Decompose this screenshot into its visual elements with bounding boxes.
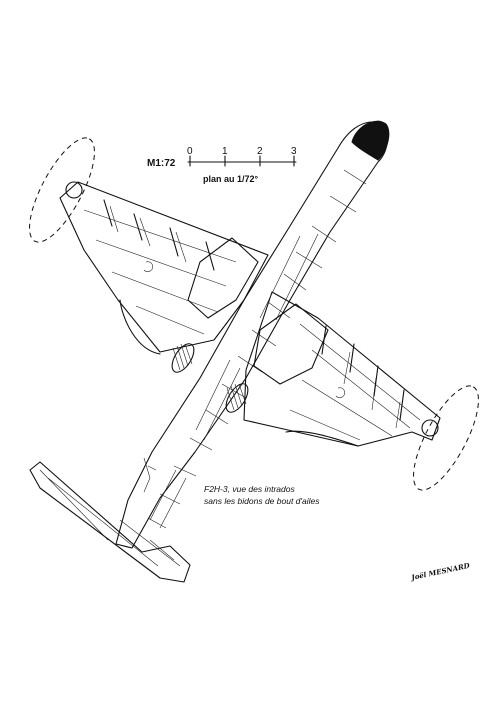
fuselage-panel-lines [147, 169, 367, 529]
caption-line-1: F2H-3, vue des intrados [204, 484, 295, 494]
right-engine-intake [225, 383, 249, 413]
scale-tick-label-2: 2 [257, 146, 263, 157]
right-nacelle [253, 303, 329, 385]
aircraft-outline [29, 120, 441, 583]
scale-tick-label-1: 1 [222, 146, 228, 157]
scale-subtitle: plan au 1/72° [203, 174, 259, 184]
horizontal-tail [29, 461, 191, 583]
right-wing-pylons [321, 325, 405, 421]
right-wing-fillet [285, 430, 359, 447]
tail-panel-lines [39, 469, 181, 567]
right-wing-marking [335, 387, 346, 398]
left-wing-fillet [119, 299, 161, 355]
artist-signature: Joël MESNARD [409, 561, 472, 583]
left-wing-marking [143, 261, 154, 272]
wing-panel-lines [83, 205, 421, 441]
left-wing-tip [65, 181, 83, 199]
left-wing [59, 181, 269, 353]
left-tip-tank-dashed-outline [29, 137, 95, 243]
scale-tick-label-0: 0 [187, 146, 193, 157]
left-nacelle [187, 237, 259, 319]
scale-tick-label-3: 3 [291, 146, 297, 157]
left-engine-intake [171, 343, 195, 373]
scale-ratio: M1:72 [147, 158, 176, 169]
scale-bar: M1:72 0 1 2 3 plan au 1/72° [147, 146, 297, 184]
engine-hatching [172, 343, 247, 411]
right-wing-tip [421, 419, 439, 437]
nose-radome [351, 120, 390, 161]
left-wing-pylons [103, 199, 215, 271]
caption-line-2: sans les bidons de bout d'ailes [204, 496, 320, 506]
right-tip-tank-dashed-outline [413, 385, 479, 491]
caption: F2H-3, vue des intrados sans les bidons … [204, 484, 320, 506]
tail-hook-detail [143, 457, 157, 493]
right-wing [243, 291, 441, 447]
